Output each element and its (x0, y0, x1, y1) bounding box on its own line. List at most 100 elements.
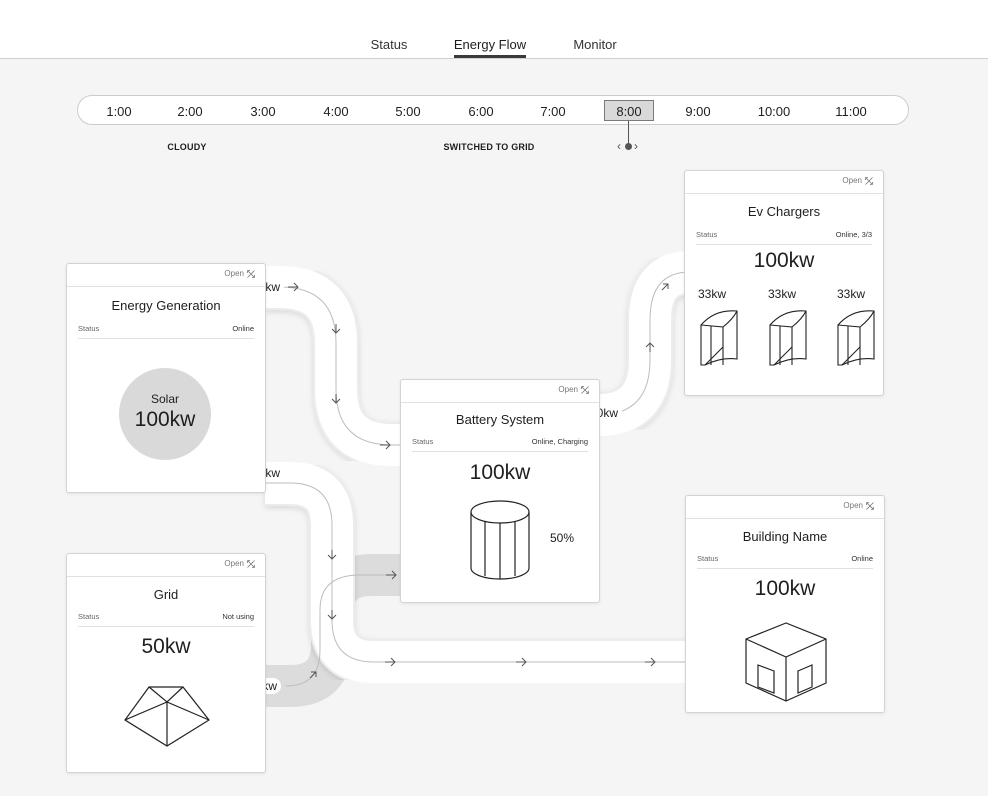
open-label: Open (224, 559, 244, 568)
arrow-up-right-icon (661, 283, 669, 291)
arrow-right-icon (386, 570, 397, 580)
expand-icon (581, 385, 589, 394)
arrow-right-icon (516, 657, 527, 667)
card-title: Energy Generation (111, 298, 221, 313)
timeline-time[interactable]: 7:00 (540, 104, 566, 119)
open-label: Open (843, 501, 863, 510)
battery-cylinder-icon (470, 500, 530, 580)
card-header: Open (67, 264, 265, 287)
grid-pyramid-icon (124, 686, 210, 747)
card-header: Open (401, 380, 599, 403)
card-header: Open (67, 554, 265, 577)
arrow-right-icon (645, 657, 656, 667)
tab-energy-flow[interactable]: Energy Flow (453, 37, 527, 52)
timeline-time-selected[interactable]: 8:00 (616, 104, 642, 119)
active-tab-indicator (454, 55, 526, 58)
card-title: Grid (153, 587, 179, 602)
status-label: Status (78, 324, 100, 333)
arrow-down-icon (327, 550, 337, 560)
ev-charger-1-value: 33kw (698, 287, 727, 301)
status-row: Status Online, 3/3 (696, 228, 872, 245)
expand-icon (247, 269, 255, 278)
open-label: Open (558, 385, 578, 394)
ev-charger-3-value: 33kw (837, 287, 866, 301)
card-header: Open (686, 496, 884, 519)
card-ev-chargers: Open Ev Chargers Status Online, 3/3 100k… (684, 170, 884, 396)
battery-charge-percent: 50% (550, 531, 575, 545)
chevron-left-icon[interactable]: ‹ (617, 139, 621, 153)
open-button[interactable]: Open (224, 269, 255, 278)
open-button[interactable]: Open (224, 559, 255, 568)
card-battery-system: Open Battery System Status Online, Charg… (400, 379, 600, 603)
timeline-time[interactable]: 6:00 (468, 104, 494, 119)
arrow-down-icon (327, 610, 337, 620)
solar-value: 100kw (134, 408, 196, 431)
timeline-track[interactable] (77, 95, 909, 125)
arrow-right-icon (385, 657, 396, 667)
arrow-right-icon (380, 440, 391, 450)
flow-direction-arrows (288, 282, 669, 679)
status-row: Status Not using (78, 610, 254, 627)
ev-charger-icon (837, 310, 875, 366)
status-value: Online, Charging (531, 437, 588, 446)
open-button[interactable]: Open (558, 385, 589, 394)
ev-total-value: 100kw (753, 249, 815, 272)
card-grid: Open Grid Status Not using 50kw (66, 553, 266, 773)
card-title: Ev Chargers (747, 204, 821, 219)
card-energy-generation: Open Energy Generation Status Online Sol… (66, 263, 266, 493)
tab-monitor[interactable]: Monitor (573, 37, 617, 52)
solar-source-label: Solar (150, 392, 179, 406)
timeline-time[interactable]: 1:00 (106, 104, 132, 119)
open-label: Open (842, 176, 862, 185)
status-label: Status (696, 230, 718, 239)
selected-time-highlight (604, 100, 654, 121)
timeline-marker-handle[interactable] (625, 143, 632, 150)
arrow-up-icon (645, 342, 655, 352)
card-header: Open (685, 171, 883, 194)
timeline-time[interactable]: 3:00 (250, 104, 276, 119)
status-value: Not using (222, 612, 254, 621)
tab-status[interactable]: Status (370, 37, 408, 52)
ev-charger-icon (700, 310, 738, 366)
timeline-event-switched-to-grid: SWITCHED TO GRID (443, 142, 535, 152)
arrow-down-icon (331, 324, 341, 334)
expand-icon (247, 559, 255, 568)
ev-charger-2-value: 33kw (768, 287, 797, 301)
arrow-down-icon (331, 394, 341, 404)
status-row: Status Online, Charging (412, 435, 588, 452)
timeline-marker-line (628, 121, 629, 146)
battery-value: 100kw (469, 461, 531, 484)
status-label: Status (412, 437, 434, 446)
status-value: Online, 3/3 (835, 230, 872, 239)
timeline-time[interactable]: 11:00 (835, 104, 867, 119)
top-nav-bar: Status Energy Flow Monitor (0, 0, 988, 59)
chevron-right-icon[interactable]: › (634, 139, 638, 153)
timeline-time[interactable]: 10:00 (757, 104, 791, 119)
card-title: Battery System (455, 412, 545, 427)
expand-icon (866, 501, 874, 510)
status-value: Online (851, 554, 873, 563)
building-cube-icon (745, 622, 827, 702)
status-label: Status (697, 554, 719, 563)
status-value: Online (232, 324, 254, 333)
timeline-time[interactable]: 2:00 (177, 104, 203, 119)
open-label: Open (224, 269, 244, 278)
building-value: 100kw (754, 577, 816, 600)
status-label: Status (78, 612, 100, 621)
card-building: Open Building Name Status Online 100kw (685, 495, 885, 713)
expand-icon (865, 176, 873, 185)
status-row: Status Online (78, 322, 254, 339)
status-row: Status Online (697, 552, 873, 569)
timeline-time[interactable]: 5:00 (395, 104, 421, 119)
timeline-event-cloudy: CLOUDY (167, 142, 207, 152)
open-button[interactable]: Open (843, 501, 874, 510)
arrow-up-right-icon (309, 671, 317, 679)
timeline-time[interactable]: 4:00 (323, 104, 349, 119)
timeline-time[interactable]: 9:00 (685, 104, 711, 119)
card-title: Building Name (742, 529, 828, 544)
open-button[interactable]: Open (842, 176, 873, 185)
ev-charger-icon (769, 310, 807, 366)
grid-value: 50kw (141, 635, 191, 658)
solar-disc: Solar 100kw (119, 368, 211, 460)
